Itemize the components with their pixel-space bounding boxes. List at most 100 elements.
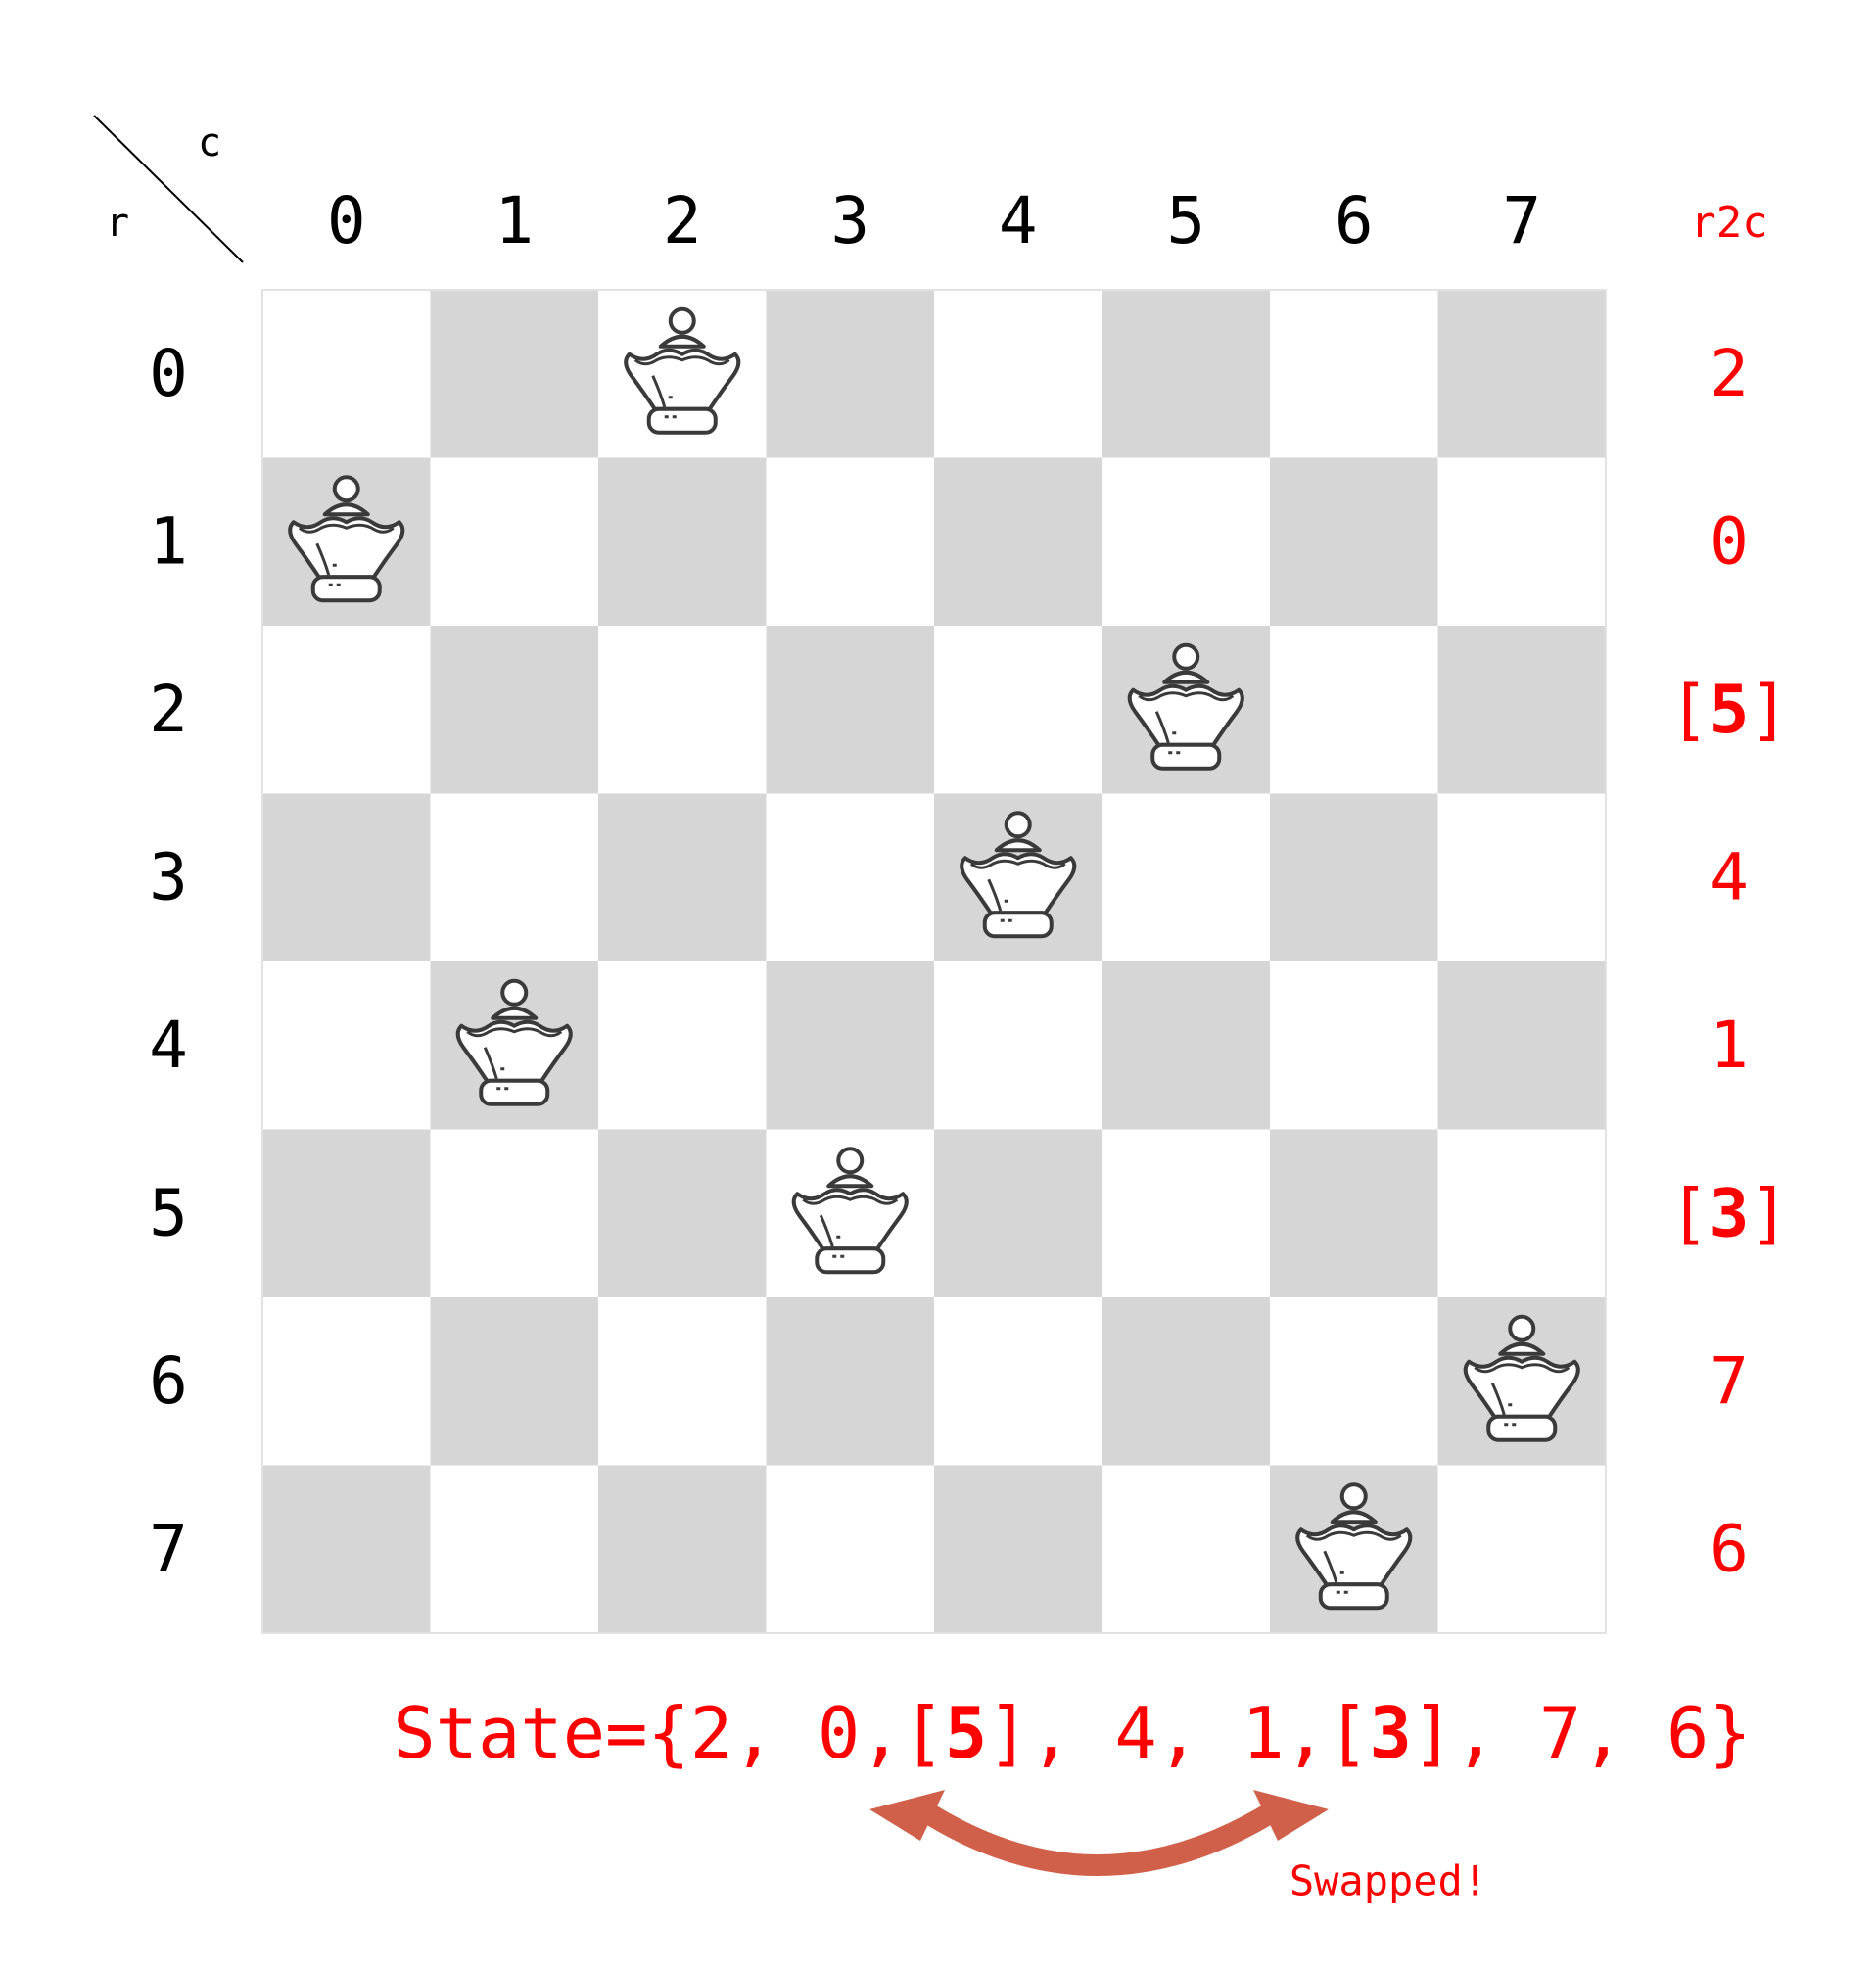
board-square bbox=[766, 961, 935, 1130]
queen-crown-dome bbox=[658, 334, 706, 349]
queen-crown-ball bbox=[500, 978, 529, 1007]
board-square bbox=[262, 626, 431, 794]
queen-band bbox=[1305, 1530, 1402, 1541]
column-label: 6 bbox=[1335, 183, 1374, 258]
board-square bbox=[430, 290, 599, 458]
queen-body bbox=[1463, 1355, 1580, 1419]
board-border bbox=[261, 289, 1607, 1634]
column-label: 4 bbox=[999, 183, 1038, 258]
board-square bbox=[1437, 793, 1607, 962]
board-square bbox=[1270, 793, 1438, 962]
queen-body bbox=[791, 1188, 909, 1251]
board-square bbox=[598, 961, 767, 1130]
corner-col-label: c bbox=[198, 120, 221, 165]
queen-icon bbox=[624, 306, 741, 435]
r2c-bracket: ] bbox=[1749, 671, 1789, 748]
board-square bbox=[934, 290, 1102, 458]
state-item: 6 bbox=[1666, 1692, 1709, 1774]
row-label: 5 bbox=[149, 1175, 188, 1250]
state-item: 2 bbox=[690, 1692, 732, 1774]
corner-row-label: r bbox=[106, 201, 129, 246]
row-label: 4 bbox=[149, 1008, 188, 1083]
board-square bbox=[1437, 1465, 1607, 1634]
board-square bbox=[430, 1465, 599, 1634]
board-square bbox=[430, 457, 599, 627]
queen-crown-dome bbox=[1498, 1341, 1546, 1356]
queen-crown-ball bbox=[1339, 1482, 1368, 1511]
queen-body bbox=[1295, 1524, 1413, 1587]
state-bracket: [ bbox=[1327, 1692, 1369, 1774]
queens bbox=[288, 306, 1580, 1611]
queen-crown-dome bbox=[491, 1006, 539, 1020]
queen-base bbox=[646, 406, 718, 435]
board-square bbox=[1102, 1465, 1271, 1634]
queen-band bbox=[802, 1195, 899, 1205]
queen-crown-ball bbox=[836, 1147, 865, 1175]
corner-diagonal bbox=[93, 115, 244, 263]
swap-arrowhead-left bbox=[869, 1790, 945, 1841]
board-square bbox=[1437, 290, 1607, 458]
r2c-value: 6 bbox=[1710, 1511, 1749, 1586]
state-separator: , bbox=[1454, 1692, 1539, 1774]
queen-body bbox=[624, 348, 741, 411]
board-square bbox=[766, 1297, 935, 1466]
state-bracket: [ bbox=[903, 1692, 945, 1774]
queen-detail bbox=[1323, 1550, 1338, 1583]
state-prefix: State={ bbox=[393, 1692, 689, 1774]
queen-base bbox=[815, 1246, 886, 1275]
r2c-value: 0 bbox=[1710, 503, 1749, 579]
queen-band bbox=[1138, 691, 1235, 702]
queen-icon bbox=[455, 978, 573, 1106]
queen-band bbox=[466, 1027, 563, 1038]
board-square bbox=[1270, 961, 1438, 1130]
board-square bbox=[1270, 457, 1438, 627]
row-label: 3 bbox=[149, 839, 188, 914]
state-bracket: ] bbox=[987, 1692, 1029, 1774]
swap-arrow-curve bbox=[919, 1802, 1279, 1876]
queen-detail bbox=[987, 878, 1003, 912]
r2c-bracket: ] bbox=[1749, 1175, 1789, 1252]
state-separator: , bbox=[732, 1692, 818, 1774]
board-square bbox=[1270, 1297, 1438, 1466]
queen-detail bbox=[651, 375, 667, 408]
board-square bbox=[598, 1129, 767, 1298]
column-label: 3 bbox=[830, 183, 869, 258]
queen-icon bbox=[791, 1147, 909, 1275]
board-square bbox=[598, 626, 767, 794]
state-separator: , bbox=[1157, 1692, 1243, 1774]
board-square bbox=[766, 793, 935, 962]
r2c-value: 7 bbox=[1710, 1343, 1749, 1419]
board-square bbox=[766, 290, 935, 458]
row-label: 7 bbox=[149, 1511, 188, 1586]
row-label: 2 bbox=[149, 672, 188, 747]
board-square bbox=[262, 961, 431, 1130]
board-square bbox=[262, 290, 431, 458]
column-label: 1 bbox=[494, 183, 534, 258]
queen-icon bbox=[1127, 642, 1244, 771]
board-square bbox=[598, 457, 767, 627]
state-separator: , bbox=[1285, 1692, 1327, 1774]
queen-base bbox=[1486, 1414, 1558, 1442]
column-label: 2 bbox=[663, 183, 702, 258]
queen-icon bbox=[1463, 1314, 1580, 1442]
state-item: 5 bbox=[945, 1692, 987, 1774]
board-square bbox=[1437, 626, 1607, 794]
queen-crown-ball bbox=[668, 306, 696, 335]
board-square bbox=[934, 1297, 1102, 1466]
queen-crown-ball bbox=[1172, 642, 1200, 671]
queen-body bbox=[960, 852, 1077, 915]
r2c-value: 1 bbox=[1710, 1008, 1749, 1083]
board-square bbox=[1437, 457, 1607, 627]
board-square bbox=[766, 626, 935, 794]
queen-band bbox=[298, 523, 395, 534]
queen-base bbox=[982, 911, 1054, 939]
state-item: 3 bbox=[1369, 1692, 1411, 1774]
state-separator: , bbox=[1030, 1692, 1115, 1774]
board-square bbox=[598, 793, 767, 962]
board-square bbox=[430, 793, 599, 962]
state-line: State={2, 0,[5], 4, 1,[3], 7, 6} bbox=[393, 1692, 1751, 1774]
